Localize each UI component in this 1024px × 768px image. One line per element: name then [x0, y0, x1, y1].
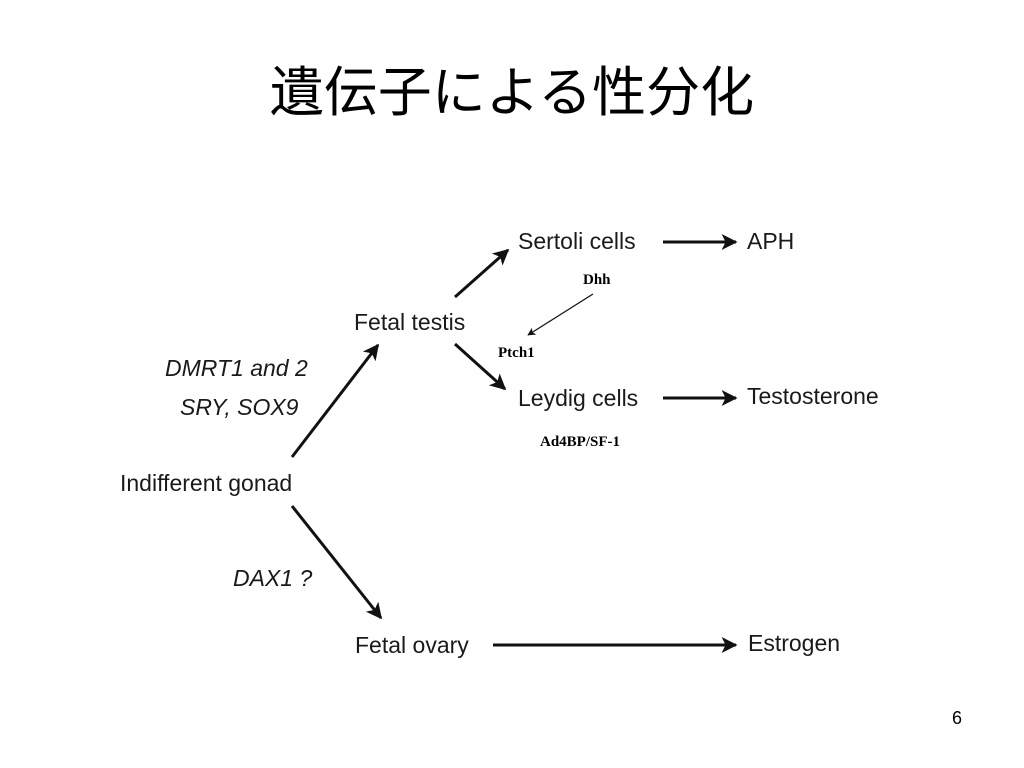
node-leydig-cells: Leydig cells	[518, 385, 639, 411]
slide-title: 遺伝子による性分化	[269, 61, 755, 124]
label-sry-sox9: SRY, SOX9	[180, 394, 299, 420]
node-aph: APH	[747, 228, 795, 254]
node-fetal-testis: Fetal testis	[354, 309, 466, 335]
node-indifferent-gonad: Indifferent gonad	[120, 470, 293, 496]
arrow-testis-to-leydig	[453, 342, 507, 391]
arrow-gonad-to-ovary	[290, 505, 383, 620]
node-testosterone: Testosterone	[747, 383, 879, 409]
node-fetal-ovary: Fetal ovary	[355, 632, 469, 658]
node-sertoli-cells: Sertoli cells	[518, 228, 636, 254]
label-dmrt: DMRT1 and 2	[165, 355, 308, 381]
node-estrogen: Estrogen	[748, 630, 841, 656]
label-ptch1: Ptch1	[498, 345, 535, 361]
label-dax1: DAX1 ?	[233, 565, 313, 591]
arrow-dhh-to-ptch1	[527, 293, 594, 336]
page-number: 6	[951, 708, 962, 728]
label-dhh: Dhh	[583, 272, 611, 288]
label-ad4bp-sf1: Ad4BP/SF-1	[540, 434, 621, 450]
arrow-testis-to-sertoli	[454, 248, 510, 299]
arrow-gonad-to-testis	[290, 343, 380, 458]
